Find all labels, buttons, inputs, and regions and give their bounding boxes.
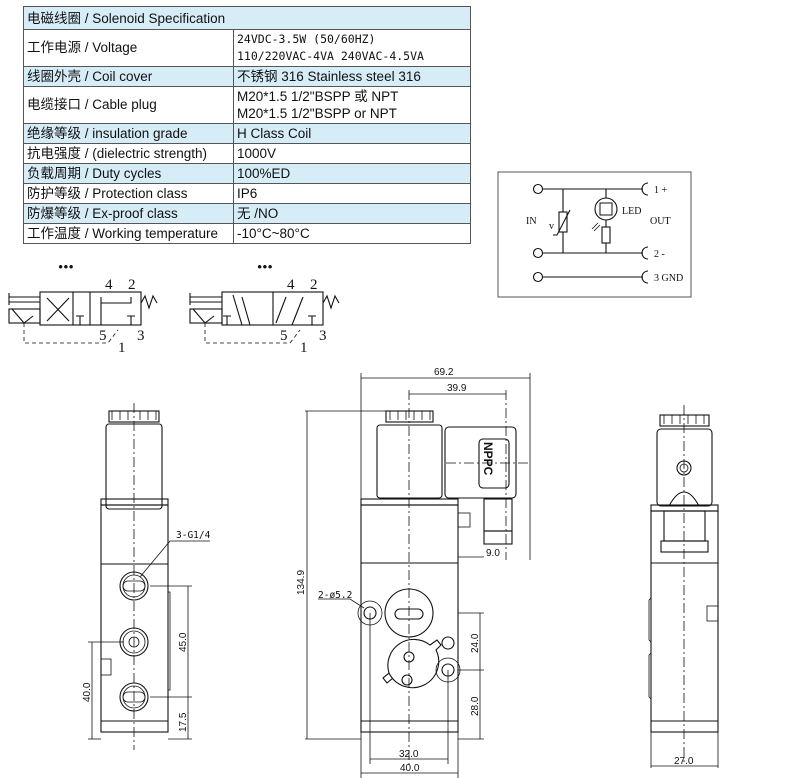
pin-1-label: 1 + <box>654 185 668 196</box>
valve-symbol-1: ••• 4 2 5 1 3 <box>8 260 158 356</box>
svg-text:40.0: 40.0 <box>400 763 420 774</box>
side-view-drawing: 27.0 <box>648 405 719 768</box>
svg-text:5: 5 <box>99 328 107 344</box>
resistor-icon <box>601 226 611 244</box>
svg-text:5: 5 <box>280 328 288 344</box>
valve-symbol-2: ••• 4 2 5 1 3 <box>189 260 340 356</box>
svg-text:17.5: 17.5 <box>178 712 189 732</box>
nppc-label: NPPC <box>481 442 495 476</box>
spec-value-dielectric: 1000V <box>233 143 471 164</box>
spec-value-temperature: -10°C~80°C <box>233 223 471 244</box>
svg-text:9.0: 9.0 <box>486 548 500 559</box>
spec-value-voltage: 24VDC-3.5W (50/60HZ)110/220VAC-4VA 240VA… <box>233 29 471 67</box>
svg-text:45.0: 45.0 <box>178 632 189 652</box>
solenoid-spec-table: 电磁线圈 / Solenoid Specification 工作电源 / Vol… <box>23 6 471 244</box>
svg-text:40.0: 40.0 <box>82 682 93 702</box>
port-callout: 3-G1/4 <box>176 530 211 541</box>
spec-label-exproof: 防爆等级 / Ex-proof class <box>23 203 234 224</box>
brand-plate <box>478 438 510 489</box>
spec-label-voltage: 工作电源 / Voltage <box>23 29 234 67</box>
spec-label-cable-plug: 电缆接口 / Cable plug <box>23 86 234 124</box>
svg-text:4: 4 <box>287 277 295 293</box>
dots-2: ••• <box>257 260 273 276</box>
spec-label-temperature: 工作温度 / Working temperature <box>23 223 234 244</box>
spec-value-duty: 100%ED <box>233 163 471 184</box>
spec-label-coil-cover: 线圈外壳 / Coil cover <box>23 66 234 87</box>
out-label: OUT <box>650 216 671 227</box>
svg-text:4: 4 <box>105 277 113 293</box>
in-label: IN <box>526 216 537 227</box>
svg-text:27.0: 27.0 <box>674 756 694 767</box>
svg-text:2: 2 <box>128 277 136 293</box>
front-view-drawing: 3-G1/4 45.0 17.5 40.0 <box>82 403 211 750</box>
led-icon <box>594 197 618 221</box>
spec-value-insulation: H Class Coil <box>233 123 471 144</box>
hole-callout: 2-ø5.2 <box>318 590 352 601</box>
svg-text:2: 2 <box>310 277 318 293</box>
spec-value-protection: IP6 <box>233 183 471 204</box>
svg-text:32.0: 32.0 <box>399 749 419 760</box>
svg-text:1: 1 <box>118 340 126 356</box>
varistor-label: v <box>549 221 554 232</box>
svg-text:1: 1 <box>300 340 308 356</box>
svg-text:24.0: 24.0 <box>470 633 481 653</box>
svg-text:3: 3 <box>319 328 327 344</box>
circuit-diagram: v LED IN OUT 1 + 2 - 3 GND <box>497 171 692 298</box>
svg-text:69.2: 69.2 <box>434 367 454 378</box>
pin-2-label: 2 - <box>654 249 665 260</box>
spec-label-insulation: 绝缘等级 / insulation grade <box>23 123 234 144</box>
dots-1: ••• <box>58 260 74 276</box>
svg-text:28.0: 28.0 <box>470 696 481 716</box>
spec-table-title: 电磁线圈 / Solenoid Specification <box>23 6 471 30</box>
svg-text:3: 3 <box>137 328 145 344</box>
svg-text:134.9: 134.9 <box>296 570 307 595</box>
svg-text:39.9: 39.9 <box>447 383 467 394</box>
led-label: LED <box>622 206 641 217</box>
pin-3-label: 3 GND <box>654 273 683 284</box>
main-view-drawing: NPPC 2-ø5.2 69.2 39.9 134.9 9.0 <box>296 367 531 778</box>
